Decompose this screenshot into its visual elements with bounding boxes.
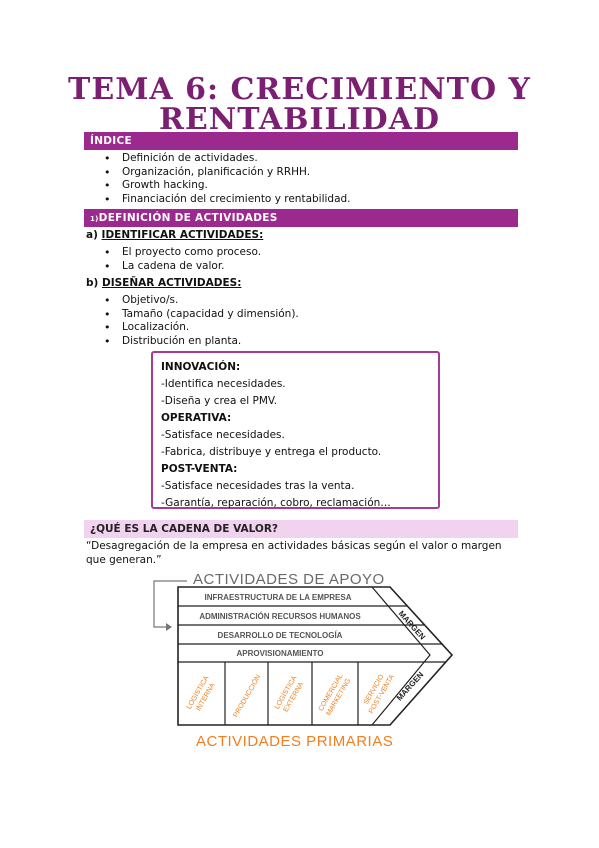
subsection-a: a) IDENTIFICAR ACTIVIDADES: [86, 229, 263, 241]
box-line: -Satisface necesidades tras la venta. [161, 480, 355, 492]
list-item: Objetivo/s. [102, 294, 299, 308]
subsection-b-prefix: b) [86, 277, 99, 289]
subsection-b: b) DISEÑAR ACTIVIDADES: [86, 277, 241, 289]
list-item: Financiación del crecimiento y rentabili… [102, 193, 351, 207]
cadena-quote: “Desagregación de la empresa en activida… [86, 540, 502, 566]
box-line: -Fabrica, distribuye y entrega el produc… [161, 446, 382, 458]
support-row-label: INFRAESTRUCTURA DE LA EMPRESA [205, 593, 352, 602]
page-title-line1: TEMA 6: CRECIMIENTO Y [68, 72, 531, 107]
list-item: Tamaño (capacidad y dimensión). [102, 308, 299, 322]
cadena-header: ¿QUÉ ES LA CADENA DE VALOR? [84, 520, 518, 538]
value-chain-outline [177, 586, 454, 726]
support-activities-label: ACTIVIDADES DE APOYO [193, 571, 385, 588]
arrow-head-icon [166, 623, 172, 631]
bracket-line [153, 580, 187, 628]
list-item: El proyecto como proceso. [102, 246, 261, 260]
subsection-b-list: Objetivo/s. Tamaño (capacidad y dimensió… [102, 294, 299, 348]
box-line: -Identifica necesidades. [161, 378, 286, 390]
list-item: Organización, planificación y RRHH. [102, 166, 351, 180]
section1-number: 1) [90, 215, 99, 223]
list-item: Definición de actividades. [102, 152, 351, 166]
phases-box: INNOVACIÓN: -Identifica necesidades. -Di… [151, 351, 440, 509]
list-item: Localización. [102, 321, 299, 335]
value-chain-diagram: INFRAESTRUCTURA DE LA EMPRESA ADMINISTRA… [153, 580, 454, 726]
support-row-label: ADMINISTRACIÓN RECURSOS HUMANOS [199, 612, 361, 621]
box-heading-operativa: OPERATIVA: [161, 412, 232, 424]
indice-list: Definición de actividades. Organización,… [102, 152, 351, 206]
section1-header: 1)DEFINICIÓN DE ACTIVIDADES [84, 209, 518, 227]
subsection-a-title: IDENTIFICAR ACTIVIDADES: [101, 229, 264, 241]
page-title-line2: RENTABILIDAD [158, 102, 440, 137]
box-line: -Satisface necesidades. [161, 429, 285, 441]
subsection-a-list: El proyecto como proceso. La cadena de v… [102, 246, 261, 273]
support-row-label: APROVISIONAMIENTO [237, 649, 324, 658]
section1-title: DEFINICIÓN DE ACTIVIDADES [98, 212, 278, 224]
list-item: Distribución en planta. [102, 335, 299, 349]
list-item: La cadena de valor. [102, 260, 261, 274]
support-row-label: DESARROLLO DE TECNOLOGÍA [218, 631, 343, 640]
subsection-b-title: DISEÑAR ACTIVIDADES: [101, 277, 242, 289]
box-line: -Garantía, reparación, cobro, reclamació… [161, 497, 391, 509]
box-line: -Diseña y crea el PMV. [161, 395, 278, 407]
box-heading-postventa: POST-VENTA: [161, 463, 238, 475]
list-item: Growth hacking. [102, 179, 351, 193]
margin-divider [371, 586, 431, 726]
box-heading-innovacion: INNOVACIÓN: [161, 361, 241, 373]
indice-header: ÍNDICE [84, 132, 518, 150]
subsection-a-prefix: a) [86, 229, 98, 241]
primary-activities-label: ACTIVIDADES PRIMARIAS [196, 733, 394, 750]
